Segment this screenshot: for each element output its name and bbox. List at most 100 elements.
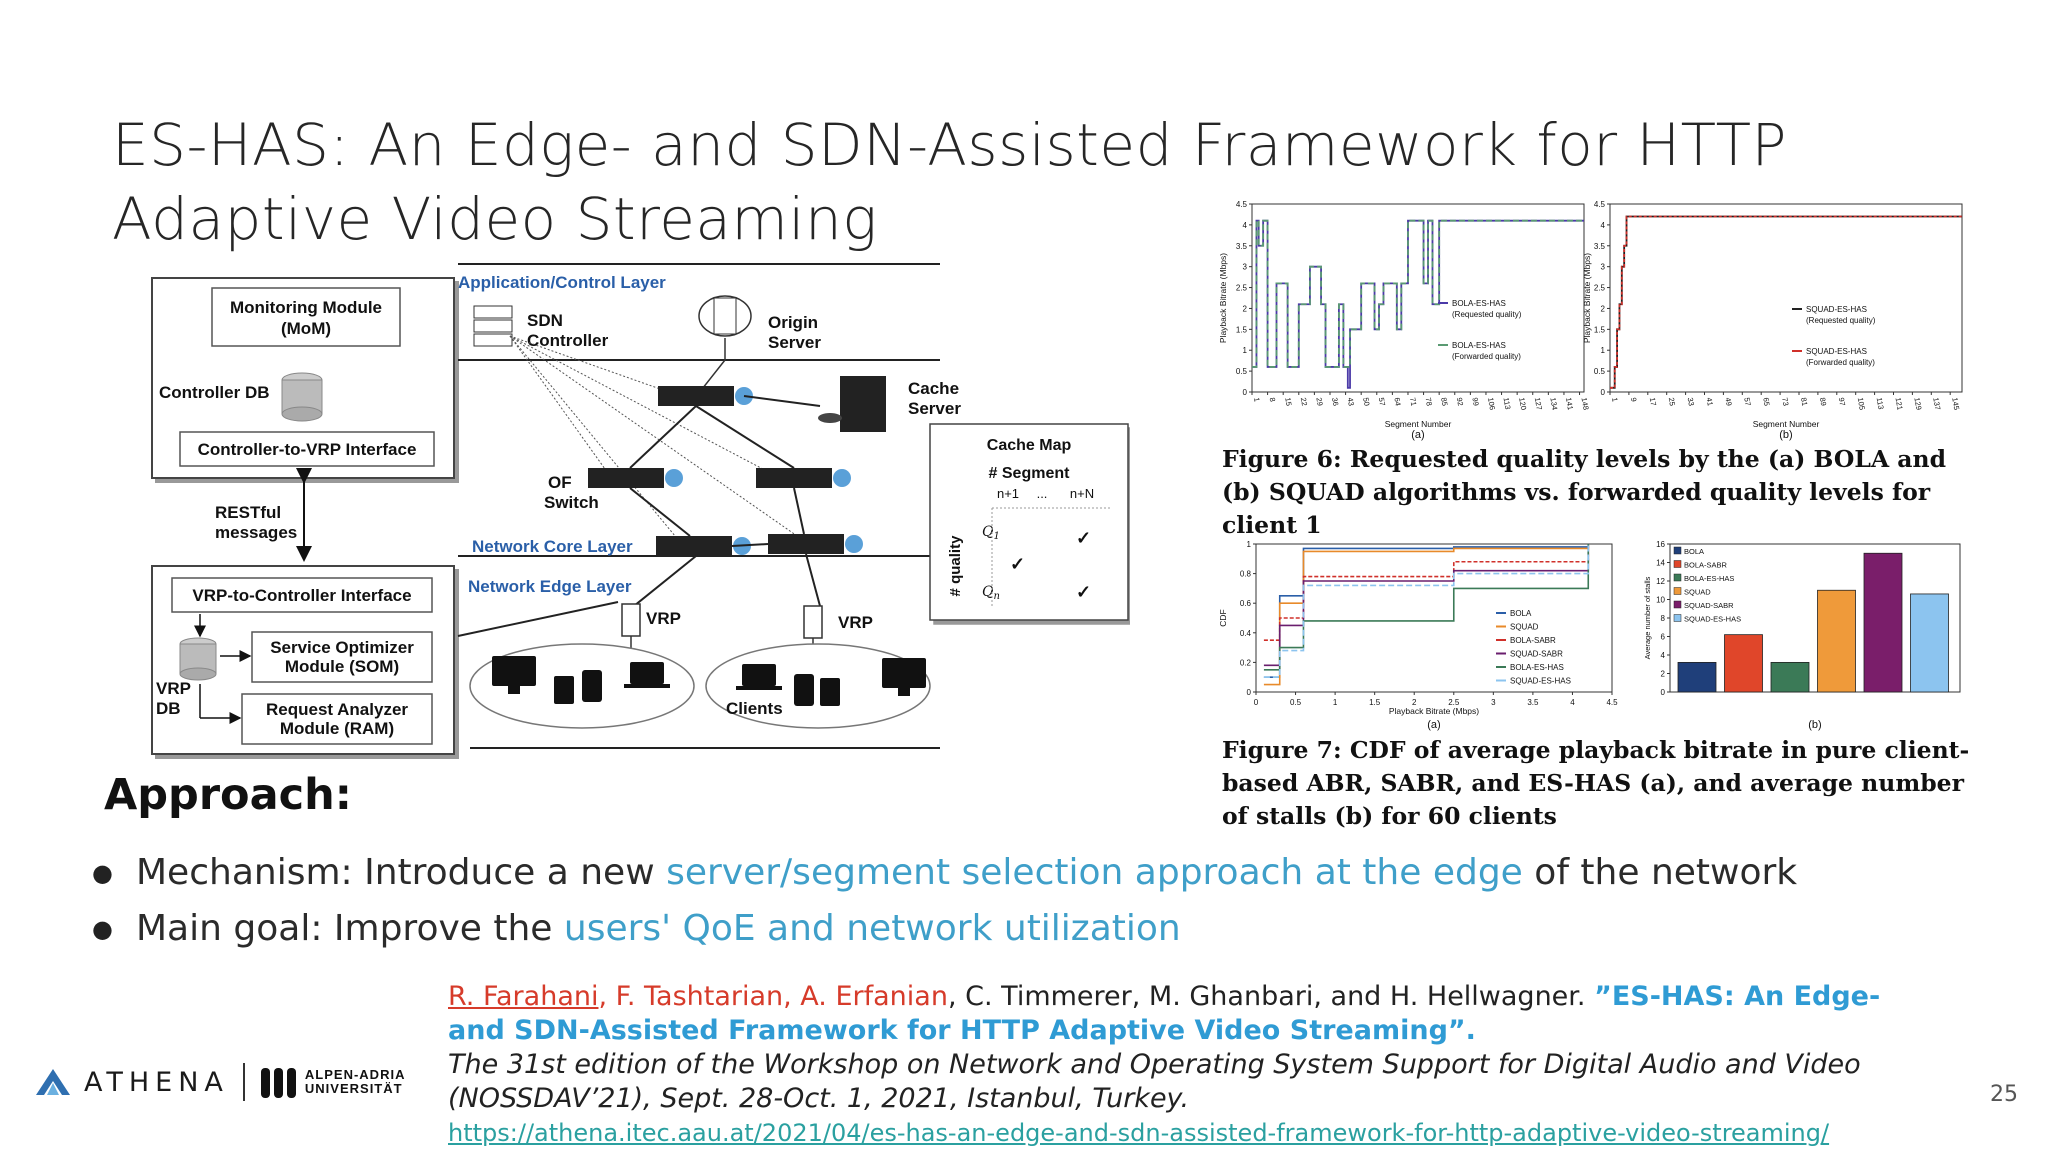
panel-label: (b) [1808,719,1821,731]
sdn-label-1: SDN [527,311,563,330]
cache-map-check-2: ✓ [1010,554,1025,574]
x-tick-label: 73 [1780,397,1790,407]
y-tick-label: 0.5 [1594,367,1606,376]
series-line [1610,215,1962,389]
layer-app-label: Application/Control Layer [458,273,666,292]
x-tick-label: 127 [1533,397,1544,411]
legend-label-sub: (Forwarded quality) [1806,358,1875,367]
of-switch-icon [588,386,863,556]
plot-area [1251,203,1585,393]
y-tick-label: 1.5 [1236,325,1248,334]
x-tick-label: 1 [1333,698,1338,707]
origin-label-2: Server [768,333,821,352]
x-tick-label: 50 [1361,397,1371,407]
x-axis-label: Segment Number [1753,419,1820,429]
paper-url-link[interactable]: https://athena.itec.aau.at/2021/04/es-ha… [448,1119,1830,1147]
logo-separator [242,1063,245,1101]
aau-line-1: ALPEN-ADRIA [304,1067,406,1082]
plot-area [1255,543,1613,693]
layer-edge-label: Network Edge Layer [468,577,632,596]
legend-label: SQUAD [1510,623,1539,632]
legend-label: BOLA-SABR [1510,636,1556,645]
x-tick-label: 64 [1392,397,1402,407]
bar [1817,589,1856,693]
mom-label-1: Monitoring Module [230,298,382,317]
y-tick-label: 0.5 [1236,367,1248,376]
y-tick-label: 16 [1656,540,1665,549]
bar [1677,661,1717,693]
citation-block: R. Farahani, F. Tashtarian, A. Erfanian,… [448,980,1888,1150]
legend-label: SQUAD-ES-HAS [1806,305,1867,314]
vrp-right-icon [803,605,823,639]
legend-label: BOLA-ES-HAS [1452,341,1506,350]
x-tick-label: 0.5 [1290,698,1302,707]
authors-rest: , C. Timmerer, M. Ghanbari, and H. Hellw… [947,981,1595,1012]
y-axis-label: Playback Bitrate (Mbps) [1218,253,1228,343]
cache-map-axis: # quality [947,535,964,597]
x-tick-label: 81 [1799,397,1809,407]
x-tick-label: 120 [1517,397,1528,411]
legend-label: SQUAD-SABR [1684,601,1734,610]
paper-title: ”ES-HAS: An Edge- and SDN-Assisted Frame… [448,981,1881,1046]
author-link[interactable]: R. Farahani [448,981,599,1012]
x-tick-label: 105 [1856,397,1867,411]
x-tick-label: 113 [1502,397,1513,410]
bar [1770,661,1810,693]
som-label-2: Module (SOM) [285,657,399,676]
aau-logo-icon [260,1068,296,1098]
x-tick-label: 71 [1408,397,1418,407]
y-tick-label: 0 [1247,688,1252,697]
x-tick-label: 78 [1424,397,1434,407]
legend-swatch [1673,614,1682,622]
ram-label-2: Module (RAM) [280,719,394,738]
bar [1724,634,1763,693]
y-tick-label: 2.5 [1236,284,1248,293]
x-tick-label: 29 [1314,397,1324,407]
legend-swatch [1673,600,1682,609]
y-tick-label: 2 [1601,304,1606,313]
controller-interface-label: Controller-to-VRP Interface [198,440,417,459]
bullet-goal: Main goal: Improve the users' QoE and ne… [92,901,1952,957]
x-tick-label: 3 [1491,698,1496,707]
y-tick-label: 10 [1656,596,1665,605]
aau-line-2: UNIVERSITÄT [304,1081,403,1096]
legend-label: BOLA [1510,609,1532,618]
x-tick-label: 0 [1254,698,1259,707]
x-tick-label: 22 [1299,397,1309,407]
cache-map-check-3: ✓ [1076,582,1091,602]
y-tick-label: 0.6 [1240,599,1252,608]
x-tick-label: 8 [1268,397,1278,403]
y-tick-label: 1 [1601,346,1606,355]
x-tick-label: 1.5 [1369,698,1381,707]
y-tick-label: 2 [1661,670,1666,679]
y-axis-label: Average number of stalls [1643,576,1652,659]
y-tick-label: 4 [1661,651,1666,660]
y-tick-label: 3 [1601,263,1606,272]
x-tick-label: 41 [1705,397,1715,407]
y-tick-label: 4 [1243,221,1248,230]
origin-server-icon [698,295,752,337]
sdn-label-2: Controller [527,331,609,350]
x-tick-label: 121 [1894,397,1905,411]
x-tick-label: 129 [1912,397,1923,411]
aau-logo-text: ALPEN-ADRIA UNIVERSITÄT [305,1068,406,1096]
cache-map-segment: # Segment [989,465,1071,482]
y-tick-label: 1 [1247,540,1252,549]
x-tick-label: 141 [1564,397,1575,411]
x-tick-label: 57 [1377,397,1387,407]
legend-swatch [1673,546,1682,555]
of-label-2: Switch [544,493,599,512]
x-tick-label: 2.5 [1448,698,1460,707]
cache-map-q1: Q1 [982,524,1000,542]
cache-map-coln: n+N [1070,486,1094,501]
series-line [1263,544,1590,641]
vrp-db-label-1: VRP [156,679,191,698]
y-tick-label: 4.5 [1236,200,1248,209]
cache-label-1: Cache [908,379,959,398]
x-tick-label: 113 [1875,397,1886,410]
vrp-interface-label: VRP-to-Controller Interface [192,586,411,605]
legend-swatch [1673,560,1682,568]
y-tick-label: 0.4 [1240,629,1252,638]
